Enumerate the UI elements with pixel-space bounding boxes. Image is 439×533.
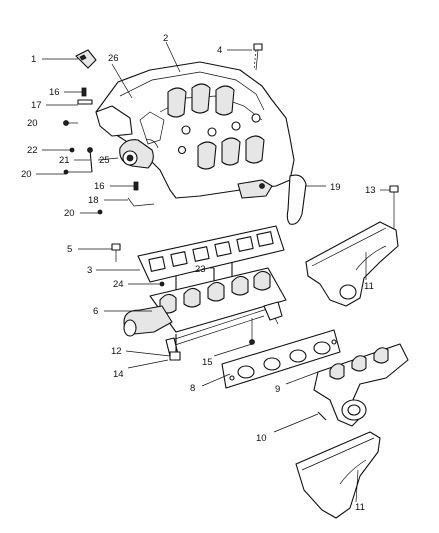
callout-20-a: 20 — [27, 118, 38, 129]
callout-20-c: 20 — [64, 208, 75, 219]
callout-22: 22 — [27, 145, 38, 156]
callout-4: 4 — [217, 45, 222, 56]
callout-21: 21 — [59, 155, 70, 166]
callout-19: 19 — [330, 182, 341, 193]
exhaust-manifold-9 — [313, 343, 409, 427]
studs-23-24 — [159, 262, 233, 290]
callout-1: 1 — [31, 54, 36, 65]
callout-11-upper: 11 — [364, 281, 374, 292]
callout-8: 8 — [190, 383, 195, 394]
bracket-1 — [75, 49, 97, 69]
leader-lines — [36, 41, 390, 503]
callout-16-lower: 16 — [94, 181, 105, 192]
callout-25: 25 — [99, 155, 110, 166]
upper-intake-manifold — [95, 61, 295, 199]
stud-10 — [317, 411, 327, 421]
heat-shield-11-lower — [295, 431, 381, 519]
callout-18: 18 — [88, 195, 99, 206]
callout-20-b: 20 — [21, 169, 32, 180]
callout-17: 17 — [31, 100, 42, 111]
intake-gasket-3 — [137, 225, 285, 283]
callout-15: 15 — [202, 357, 213, 368]
callout-labels: 1 2 3 4 5 6 8 9 10 11 11 12 13 14 15 16 … — [21, 33, 376, 513]
callout-9: 9 — [275, 384, 280, 395]
callout-16-upper: 16 — [49, 87, 60, 98]
bolt-15 — [249, 318, 255, 345]
callout-24: 24 — [113, 279, 124, 290]
callout-13: 13 — [365, 185, 376, 196]
callout-6: 6 — [93, 306, 98, 317]
callout-3: 3 — [87, 265, 92, 276]
callout-14: 14 — [113, 369, 124, 380]
bolt-4 — [253, 43, 263, 71]
lower-intake-manifold-6 — [123, 267, 287, 361]
callout-23: 23 — [195, 264, 206, 275]
callout-26: 26 — [108, 53, 119, 64]
heat-shield-11-upper — [305, 221, 399, 307]
intake-seal-19 — [286, 174, 307, 225]
callout-5: 5 — [67, 244, 72, 255]
callout-2: 2 — [163, 33, 168, 44]
exhaust-gasket-8 — [221, 329, 341, 389]
bolt-5 — [111, 243, 121, 262]
callout-10: 10 — [256, 433, 267, 444]
callout-12: 12 — [111, 346, 122, 357]
callout-11-lower: 11 — [355, 502, 365, 513]
